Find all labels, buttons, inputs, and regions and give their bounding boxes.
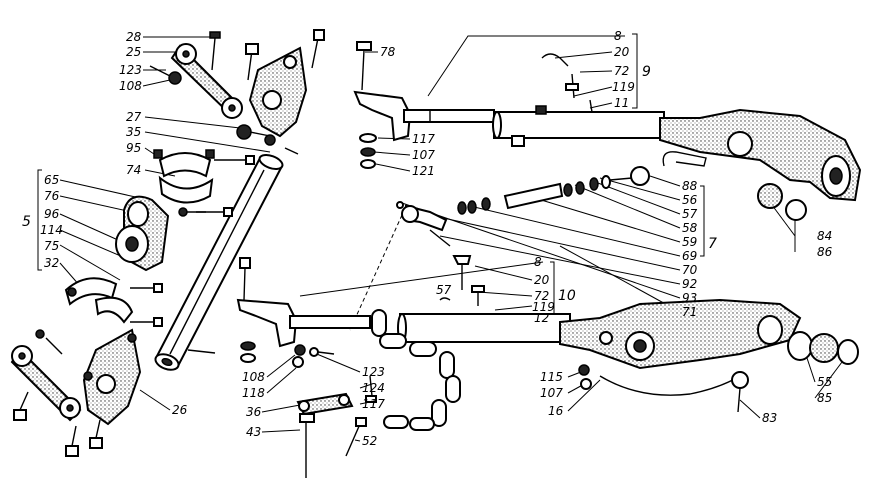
label-32: 32 bbox=[44, 256, 59, 270]
label-12: 12 bbox=[534, 311, 549, 325]
label-58: 58 bbox=[682, 221, 698, 235]
label-119-top: 119 bbox=[612, 80, 635, 94]
label-76: 76 bbox=[44, 189, 60, 203]
bottom-small-parts bbox=[240, 341, 377, 478]
label-36: 36 bbox=[246, 405, 262, 419]
label-5: 5 bbox=[22, 214, 31, 230]
label-57-bottom: 57 bbox=[436, 283, 452, 297]
label-115: 115 bbox=[540, 370, 563, 384]
label-93: 93 bbox=[682, 291, 697, 305]
safety-chain bbox=[371, 309, 461, 431]
label-123: 123 bbox=[119, 63, 142, 77]
label-85: 85 bbox=[817, 391, 832, 405]
label-107-top: 107 bbox=[412, 148, 435, 162]
label-43: 43 bbox=[246, 425, 261, 439]
label-35: 35 bbox=[126, 125, 141, 139]
label-27: 27 bbox=[126, 110, 142, 124]
label-114: 114 bbox=[40, 223, 63, 237]
label-11: 11 bbox=[614, 96, 629, 110]
label-118: 118 bbox=[242, 386, 265, 400]
adjusting-turnbuckle bbox=[396, 166, 650, 247]
label-69: 69 bbox=[682, 249, 697, 263]
label-72-bottom: 72 bbox=[534, 289, 549, 303]
upper-lower-link bbox=[353, 41, 862, 221]
label-71: 71 bbox=[682, 305, 697, 319]
label-95: 95 bbox=[126, 141, 141, 155]
bearing-block bbox=[115, 195, 206, 272]
label-8-top: 8 bbox=[614, 29, 622, 43]
label-121: 121 bbox=[412, 164, 435, 178]
label-70: 70 bbox=[682, 263, 698, 277]
lower-bracket-assembly bbox=[10, 328, 142, 457]
lower-clamp bbox=[64, 277, 163, 327]
label-124: 124 bbox=[362, 381, 385, 395]
label-96: 96 bbox=[44, 207, 60, 221]
label-28: 28 bbox=[126, 30, 142, 44]
label-55: 55 bbox=[817, 375, 832, 389]
label-78: 78 bbox=[380, 45, 396, 59]
label-92: 92 bbox=[682, 277, 697, 291]
label-74: 74 bbox=[126, 163, 141, 177]
label-16: 16 bbox=[548, 404, 564, 418]
label-26: 26 bbox=[172, 403, 188, 417]
label-52: 52 bbox=[362, 434, 377, 448]
part-labels: 28 25 123 108 27 35 95 74 65 76 96 5 114… bbox=[22, 29, 833, 448]
label-84: 84 bbox=[817, 229, 832, 243]
label-88: 88 bbox=[682, 179, 698, 193]
label-108-bottom: 108 bbox=[242, 370, 265, 384]
label-7: 7 bbox=[708, 236, 717, 252]
label-119-bottom: 119 bbox=[532, 300, 555, 314]
label-107-bottom: 107 bbox=[540, 386, 563, 400]
label-20-top: 20 bbox=[614, 45, 630, 59]
label-83: 83 bbox=[762, 411, 777, 425]
leader-lines bbox=[37, 33, 846, 442]
upper-bracket-assembly bbox=[149, 29, 325, 155]
label-20-bottom: 20 bbox=[534, 273, 550, 287]
lower-lower-link bbox=[236, 255, 859, 413]
label-56: 56 bbox=[682, 193, 698, 207]
label-10: 10 bbox=[558, 288, 576, 304]
label-75: 75 bbox=[44, 239, 59, 253]
cross-shaft bbox=[154, 154, 284, 371]
label-117-bottom: 117 bbox=[362, 397, 385, 411]
label-108: 108 bbox=[119, 79, 142, 93]
label-123-bottom: 123 bbox=[362, 365, 385, 379]
label-8-bottom: 8 bbox=[534, 255, 542, 269]
label-25: 25 bbox=[126, 45, 141, 59]
label-117-top: 117 bbox=[412, 132, 435, 146]
label-65: 65 bbox=[44, 173, 59, 187]
label-72-top: 72 bbox=[614, 64, 629, 78]
clamp-assembly bbox=[153, 149, 255, 217]
label-59: 59 bbox=[682, 235, 697, 249]
label-57-top: 57 bbox=[682, 207, 698, 221]
label-9: 9 bbox=[642, 64, 651, 80]
label-86: 86 bbox=[817, 245, 833, 259]
